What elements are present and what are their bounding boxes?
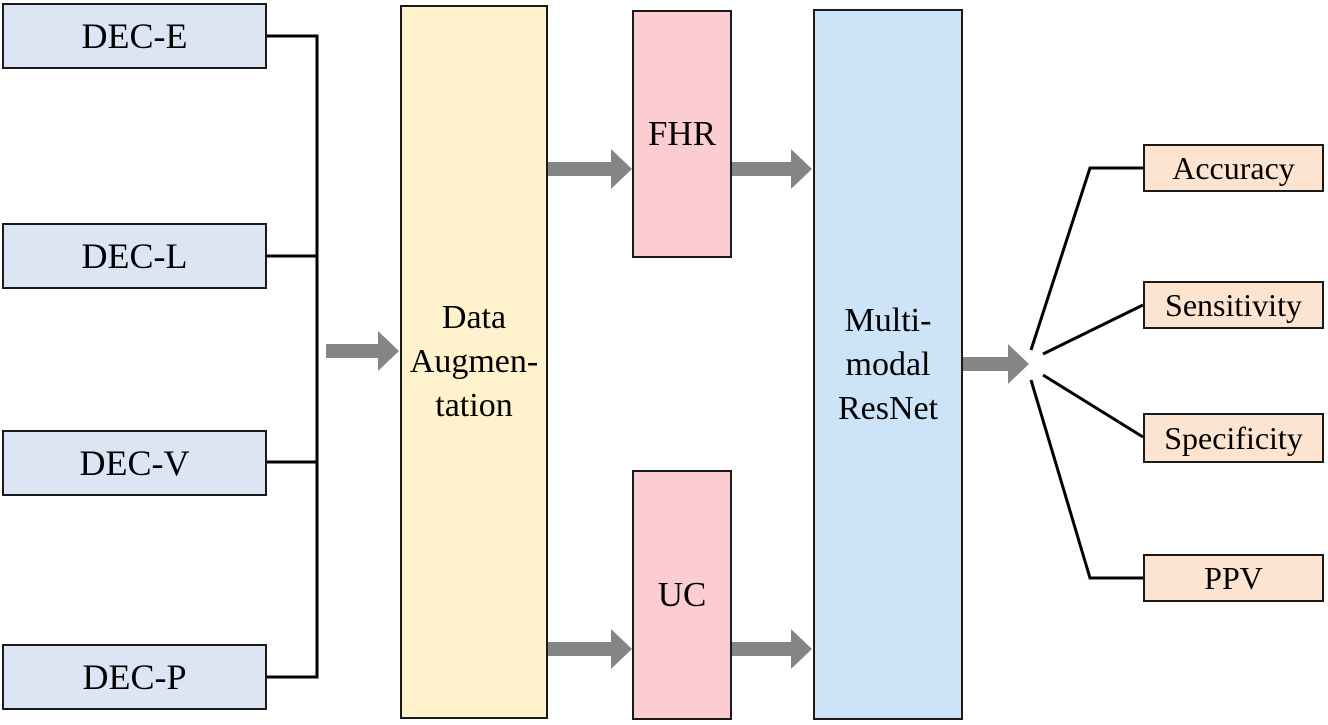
input-box-dec-v: DEC-V <box>2 430 267 496</box>
signal-label-fhr: FHR <box>647 114 717 153</box>
output-label-specificity: Specificity <box>1164 420 1303 456</box>
fan-line-ppv <box>1029 379 1143 580</box>
signal-box-uc: UC <box>632 470 732 720</box>
augmentation-label: Data Augmen- tation <box>409 299 539 424</box>
input-box-dec-l: DEC-L <box>2 223 267 289</box>
input-label-dec-v: DEC-V <box>79 443 190 483</box>
input-box-dec-e: DEC-E <box>2 3 267 69</box>
output-label-sensitivity: Sensitivity <box>1165 287 1302 323</box>
input-box-dec-p: DEC-P <box>2 644 267 710</box>
arrow-model-to-outputs <box>963 344 1029 384</box>
model-label: Multi- modal ResNet <box>837 301 939 427</box>
signal-label-uc: UC <box>657 575 707 614</box>
output-box-ppv: PPV <box>1143 554 1324 602</box>
arrow-fhr-to-model <box>732 149 812 189</box>
output-label-accuracy: Accuracy <box>1172 150 1295 186</box>
augmentation-box: Data Augmen- tation <box>400 5 548 719</box>
arrow-augmentation-to-fhr <box>548 149 632 189</box>
signal-box-fhr: FHR <box>632 10 732 258</box>
input-label-dec-l: DEC-L <box>81 236 188 276</box>
arrow-augmentation-to-uc <box>548 629 632 669</box>
fan-line-specificity <box>1042 373 1144 439</box>
input-label-dec-p: DEC-P <box>82 657 187 697</box>
output-box-accuracy: Accuracy <box>1143 144 1324 192</box>
fan-line-sensitivity <box>1042 303 1144 356</box>
output-box-sensitivity: Sensitivity <box>1143 281 1324 329</box>
input-label-dec-e: DEC-E <box>81 16 188 56</box>
model-box: Multi- modal ResNet <box>813 9 963 720</box>
output-box-specificity: Specificity <box>1143 413 1324 463</box>
fan-line-accuracy <box>1029 166 1143 351</box>
arrow-inputs-to-augmentation <box>326 331 399 371</box>
arrow-uc-to-model <box>732 629 812 669</box>
output-label-ppv: PPV <box>1204 560 1263 596</box>
